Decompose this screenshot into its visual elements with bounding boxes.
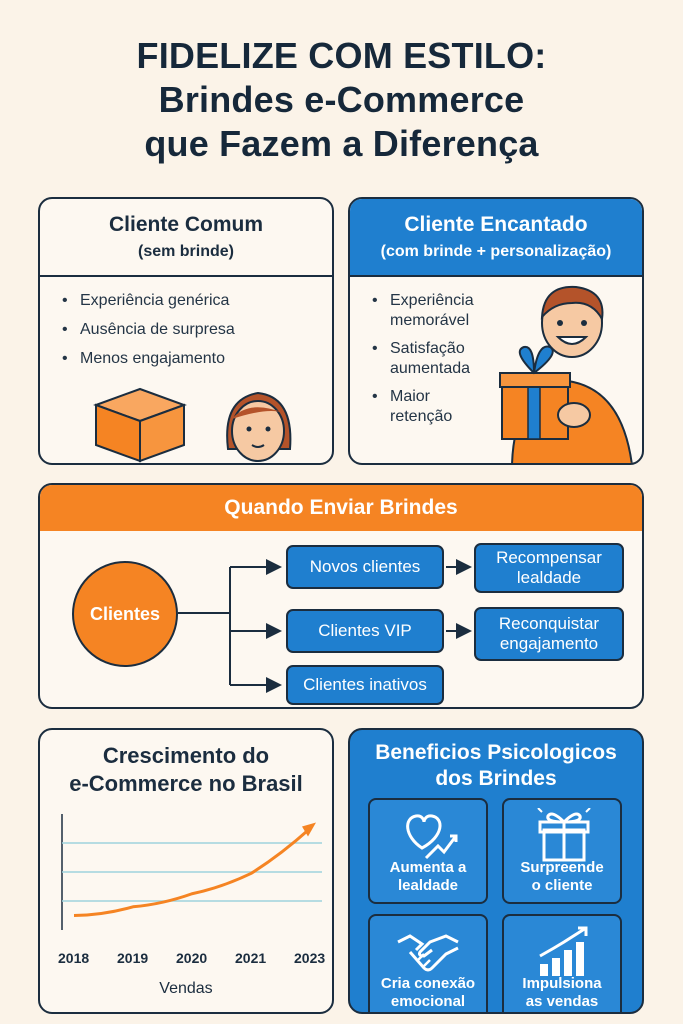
benefit-label: Surpreende o cliente — [504, 859, 620, 895]
common-client-heading: Cliente Comum — [108, 213, 263, 236]
benefit-label: Aumenta a lealdade — [370, 859, 486, 895]
benefit-tile-sales: Impulsiona as vendas — [502, 914, 622, 1012]
segment-vip-clients: Clientes VIP — [286, 609, 444, 653]
series-line — [73, 827, 312, 917]
x-tick-label: 2023 — [294, 950, 326, 966]
benefit-label-line-1: Impulsiona — [522, 975, 602, 992]
benefit-label-line-2: lealdade — [397, 877, 459, 894]
benefit-label-line-2: as vendas — [525, 993, 599, 1010]
title-line-1: FIDELIZE COM ESTILO: — [136, 35, 547, 76]
benefit-tile-surprise: Surpreende o cliente — [502, 798, 622, 904]
benefit-label: Cria conexão emocional — [370, 975, 486, 1011]
benefit-label-line-2: o cliente — [531, 877, 593, 894]
benefits-title: Beneficios Psicologicos dos Brindes — [350, 740, 642, 792]
benefit-tile-loyalty: Aumenta a lealdade — [368, 798, 488, 904]
page-title: FIDELIZE COM ESTILO: Brindes e-Commerce … — [0, 34, 683, 166]
benefit-label-line-1: Aumenta a — [389, 859, 467, 876]
growth-line-chart — [61, 814, 322, 930]
benefit-label-line-1: Surpreende — [520, 859, 604, 876]
delighted-client-subheading: (com brinde + personalização) — [380, 243, 612, 260]
title-line-3: que Fazem a Diferença — [144, 123, 539, 164]
title-line-2: Brindes e-Commerce — [158, 79, 525, 120]
bullet-item: Experiência memorável — [372, 291, 492, 331]
x-tick-label: 2021 — [235, 950, 267, 966]
x-tick-label: 2020 — [176, 950, 208, 966]
gift-box-icon — [537, 808, 591, 862]
x-tick-label: 2018 — [58, 950, 90, 966]
chart-title: Crescimento do e-Commerce no Brasil — [40, 742, 332, 798]
delighted-client-heading: Cliente Encantado — [404, 213, 588, 236]
benefits-title-line-1: Beneficios Psicologicos — [375, 741, 617, 764]
benefit-label: Impulsiona as vendas — [504, 975, 620, 1011]
common-client-bullets: Experiência genérica Ausência de surpres… — [40, 277, 332, 369]
when-to-send-heading: Quando Enviar Brindes — [40, 485, 642, 531]
bullet-item: Ausência de surpresa — [62, 320, 332, 340]
box-illustration — [93, 387, 187, 463]
benefit-label-line-1: Cria conexão — [380, 975, 476, 992]
bullet-item: Menos engajamento — [62, 349, 332, 369]
happy-man-with-gift-illustration — [499, 285, 633, 463]
segment-inactive-clients: Clientes inativos — [286, 665, 444, 705]
flow-connectors — [178, 559, 472, 693]
bullet-item: Maior retenção — [372, 387, 492, 427]
when-to-send-panel: Quando Enviar Brindes Clientes Novos cli… — [38, 483, 644, 709]
outcome-regain-engagement: Reconquistar engajamento — [474, 607, 624, 661]
chart-title-line-1: Crescimento do — [102, 743, 270, 768]
common-client-card: Cliente Comum (sem brinde) Experiência g… — [38, 197, 334, 465]
delighted-client-card: Cliente Encantado (com brinde + personal… — [348, 197, 644, 465]
chart-xlabel: Vendas — [159, 980, 213, 997]
bullet-item: Experiência genérica — [62, 291, 332, 311]
clients-node: Clientes — [72, 561, 178, 667]
chart-title-line-2: e-Commerce no Brasil — [69, 771, 303, 796]
segment-new-clients: Novos clientes — [286, 545, 444, 589]
delighted-client-bullets: Experiência memorável Satisfação aumenta… — [350, 277, 642, 427]
outcome-reward-loyalty: Recompensar lealdade — [474, 543, 624, 593]
bullet-item: Satisfação aumentada — [372, 339, 492, 379]
benefits-title-line-2: dos Brindes — [435, 767, 557, 790]
bar-chart-up-icon — [539, 926, 588, 976]
common-client-header: Cliente Comum (sem brinde) — [40, 199, 332, 277]
delighted-client-header: Cliente Encantado (com brinde + personal… — [350, 199, 642, 277]
benefit-label-line-2: emocional — [390, 993, 466, 1010]
heart-growth-icon — [406, 814, 458, 860]
neutral-girl-illustration — [226, 391, 292, 462]
psychological-benefits-panel: Beneficios Psicologicos dos Brindes Aume… — [348, 728, 644, 1014]
ecommerce-growth-card: Crescimento do e-Commerce no Brasil Vend… — [38, 728, 334, 1014]
benefit-tile-connection: Cria conexão emocional — [368, 914, 488, 1012]
series-arrowhead — [302, 822, 316, 837]
common-client-subheading: (sem brinde) — [137, 243, 234, 260]
handshake-icon — [397, 934, 459, 972]
x-tick-label: 2019 — [117, 950, 149, 966]
